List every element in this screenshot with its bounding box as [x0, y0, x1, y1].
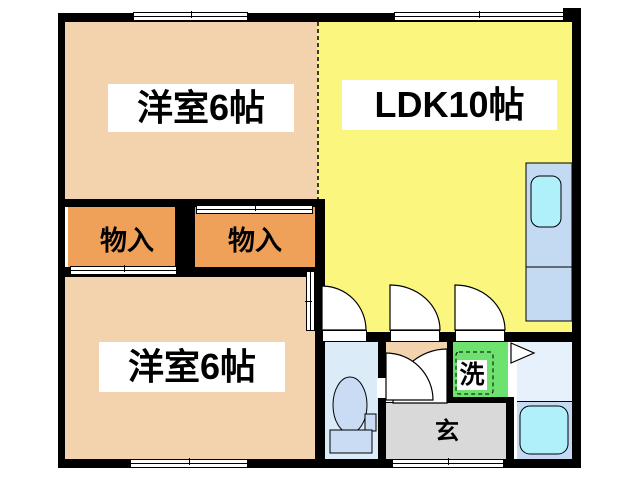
room-label-laundry: 洗 [457, 360, 487, 390]
toilet-doorway [377, 378, 387, 398]
door-swing-icon [385, 352, 434, 401]
wall-outer-bottom [58, 459, 581, 468]
wall-corner-top-right [563, 8, 581, 22]
sliding-door-icon [70, 265, 177, 275]
door-swing-icon [454, 284, 506, 331]
wall-ldk-bottom-1 [315, 332, 323, 342]
wall-toilet-right [378, 342, 386, 459]
wall-under-closets [58, 267, 325, 277]
room-closet-left [68, 206, 175, 267]
window-icon [394, 11, 564, 21]
toilet-icon [329, 376, 377, 454]
wall-outer-left [58, 13, 65, 468]
wall-laundry-bottom [447, 397, 514, 403]
wall-between-closets [175, 206, 195, 267]
room-label-ldk: LDK10帖 [342, 80, 557, 130]
wall-entrance-right [506, 403, 514, 459]
kitchen-counter [525, 162, 573, 322]
bath-door-pennant-icon [510, 342, 536, 364]
door-leaf [455, 330, 505, 342]
room-label-western-bottom: 洋室6帖 [99, 342, 285, 392]
window-icon [130, 458, 248, 468]
door-swing-icon [389, 284, 441, 331]
room-label-closet-left: 物入 [100, 226, 154, 256]
door-swing-icon [321, 285, 367, 331]
wall-vertical-center [315, 199, 325, 459]
window-icon [133, 11, 248, 21]
wall-laundry-left [447, 342, 453, 397]
wall-ldk-bottom-4 [505, 332, 572, 342]
room-label-closet-right: 物入 [228, 226, 282, 256]
wall-outer-right [572, 13, 581, 468]
entrance-door-icon [392, 458, 504, 468]
door-leaf [390, 330, 440, 342]
sliding-door-icon [305, 271, 315, 331]
wall-ldk-bottom-2 [367, 332, 390, 342]
kitchen-sink-icon [530, 175, 562, 228]
room-entrance [386, 403, 506, 459]
sliding-door-icon [196, 204, 313, 214]
room-label-western-top: 洋室6帖 [108, 84, 294, 132]
bath-doorway [508, 342, 517, 397]
door-leaf [322, 330, 367, 342]
wall-ldk-bottom-3 [440, 332, 455, 342]
bathtub-icon [519, 405, 569, 455]
room-closet-right [195, 206, 315, 267]
room-label-entrance: 玄 [435, 418, 459, 445]
wall-under-top-room [58, 199, 325, 207]
washing-machine-icon [455, 351, 494, 395]
wall-outer-top [58, 13, 581, 22]
